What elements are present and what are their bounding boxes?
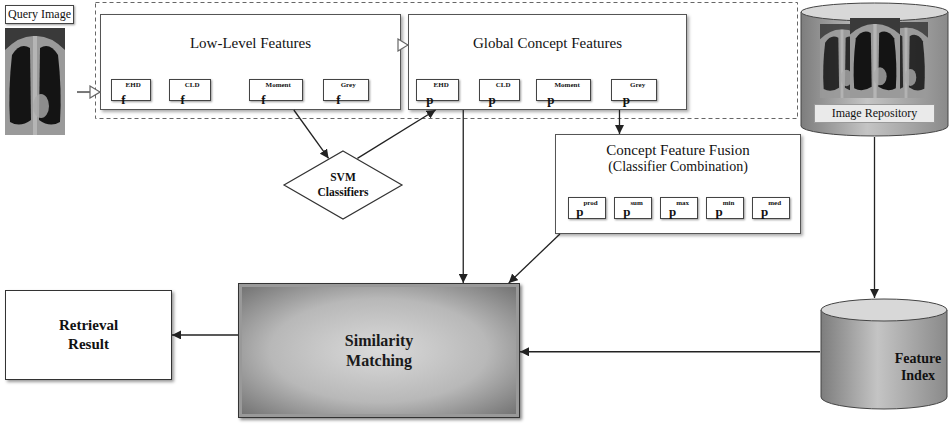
feature-box: fMoment xyxy=(249,79,303,101)
cylinder-body xyxy=(801,12,948,136)
block-arrow xyxy=(77,91,100,93)
panel-subheading: (Classifier Combination) xyxy=(556,159,800,175)
diamond-outline xyxy=(283,150,403,220)
box-label: Feature Index xyxy=(890,350,946,384)
arrow-connector xyxy=(619,110,620,134)
box-label: Similarity Matching xyxy=(329,331,429,371)
feature-superscript: CLD xyxy=(185,81,200,89)
feature-symbol: f xyxy=(261,72,265,108)
arrow-connector xyxy=(509,234,560,283)
panel-heading: Low-Level Features xyxy=(101,15,400,52)
cylinder-body xyxy=(821,310,947,409)
feature-box: pmin xyxy=(706,197,744,219)
database-cylinder: Image Repository xyxy=(800,2,949,137)
arrow-connector xyxy=(172,334,238,335)
feature-superscript: min xyxy=(723,199,735,207)
box-label: SVM Classifiers xyxy=(310,170,376,200)
dashed-group-frame xyxy=(96,3,798,119)
feature-symbol: p xyxy=(488,72,495,108)
cylinder-top xyxy=(821,299,947,321)
feature-box: pmax xyxy=(660,197,698,219)
box-label: Retrieval Result xyxy=(49,316,129,354)
arrow-connector xyxy=(357,110,435,158)
feature-box: pGrey xyxy=(611,79,657,101)
feature-panel: Global Concept FeaturespEHDpCLDpMomentpG… xyxy=(408,14,687,110)
feature-box: fGrey xyxy=(323,79,369,101)
feature-superscript: max xyxy=(676,199,689,207)
feature-symbol: p xyxy=(716,197,723,220)
feature-box: fCLD xyxy=(169,79,211,101)
feature-box: pprod xyxy=(568,197,606,219)
result-box: Retrieval Result xyxy=(5,290,172,380)
fusion-panel: Concept Feature Fusion(Classifier Combin… xyxy=(555,134,801,234)
feature-symbol: p xyxy=(547,72,554,108)
feature-superscript: EHD xyxy=(434,81,449,89)
diamond-shape xyxy=(284,151,402,219)
panel-heading: Global Concept Features xyxy=(409,15,686,52)
feature-superscript: sum xyxy=(630,199,642,207)
feature-box: pmed xyxy=(752,197,790,219)
decision-diamond: SVM Classifiers xyxy=(283,150,403,220)
feature-box: fEHD xyxy=(111,79,151,101)
feature-superscript: prod xyxy=(583,199,597,207)
database-cylinder: Feature Index xyxy=(820,298,948,410)
arrow-connector xyxy=(463,110,464,283)
feature-superscript: Moment xyxy=(554,81,579,89)
feature-symbol: p xyxy=(576,197,583,220)
cylinder-top xyxy=(801,3,948,21)
process-box: Similarity Matching xyxy=(238,283,520,418)
feature-symbol: f xyxy=(180,72,184,108)
feature-symbol: p xyxy=(426,72,433,108)
text-holder: SVM Classifiers xyxy=(310,170,376,200)
text-holder: Image Repository xyxy=(814,104,935,123)
feature-superscript: Grey xyxy=(341,81,356,89)
arrow-connector xyxy=(874,137,875,298)
text-holder: Feature Index xyxy=(890,350,946,384)
panel-heading: Concept Feature Fusion xyxy=(556,135,800,159)
feature-superscript: Grey xyxy=(630,81,645,89)
feature-symbol: p xyxy=(623,72,630,108)
feature-symbol: f xyxy=(121,72,125,108)
feature-box: pMoment xyxy=(536,79,591,101)
arrow-connector xyxy=(520,351,820,352)
feature-symbol: f xyxy=(336,72,340,108)
feature-symbol: p xyxy=(669,197,676,220)
feature-panel: Low-Level FeaturesfEHDfCLDfMomentfGrey xyxy=(100,14,401,110)
box-label: Query Image xyxy=(5,5,74,24)
feature-superscript: Moment xyxy=(266,81,291,89)
feature-box: pCLD xyxy=(479,79,520,101)
feature-symbol: p xyxy=(761,197,768,220)
block-arrow xyxy=(401,44,408,46)
arrow-connector xyxy=(294,110,329,158)
feature-superscript: EHD xyxy=(126,81,141,89)
image-label-box: Query Image xyxy=(2,4,77,135)
feature-superscript: med xyxy=(768,199,781,207)
query-xray xyxy=(5,28,65,135)
feature-box: psum xyxy=(614,197,652,219)
box-label: Image Repository xyxy=(814,104,935,123)
repository-xrays xyxy=(820,18,928,98)
feature-symbol: p xyxy=(623,197,630,220)
feature-box: pEHD xyxy=(416,79,459,101)
feature-superscript: CLD xyxy=(496,81,511,89)
